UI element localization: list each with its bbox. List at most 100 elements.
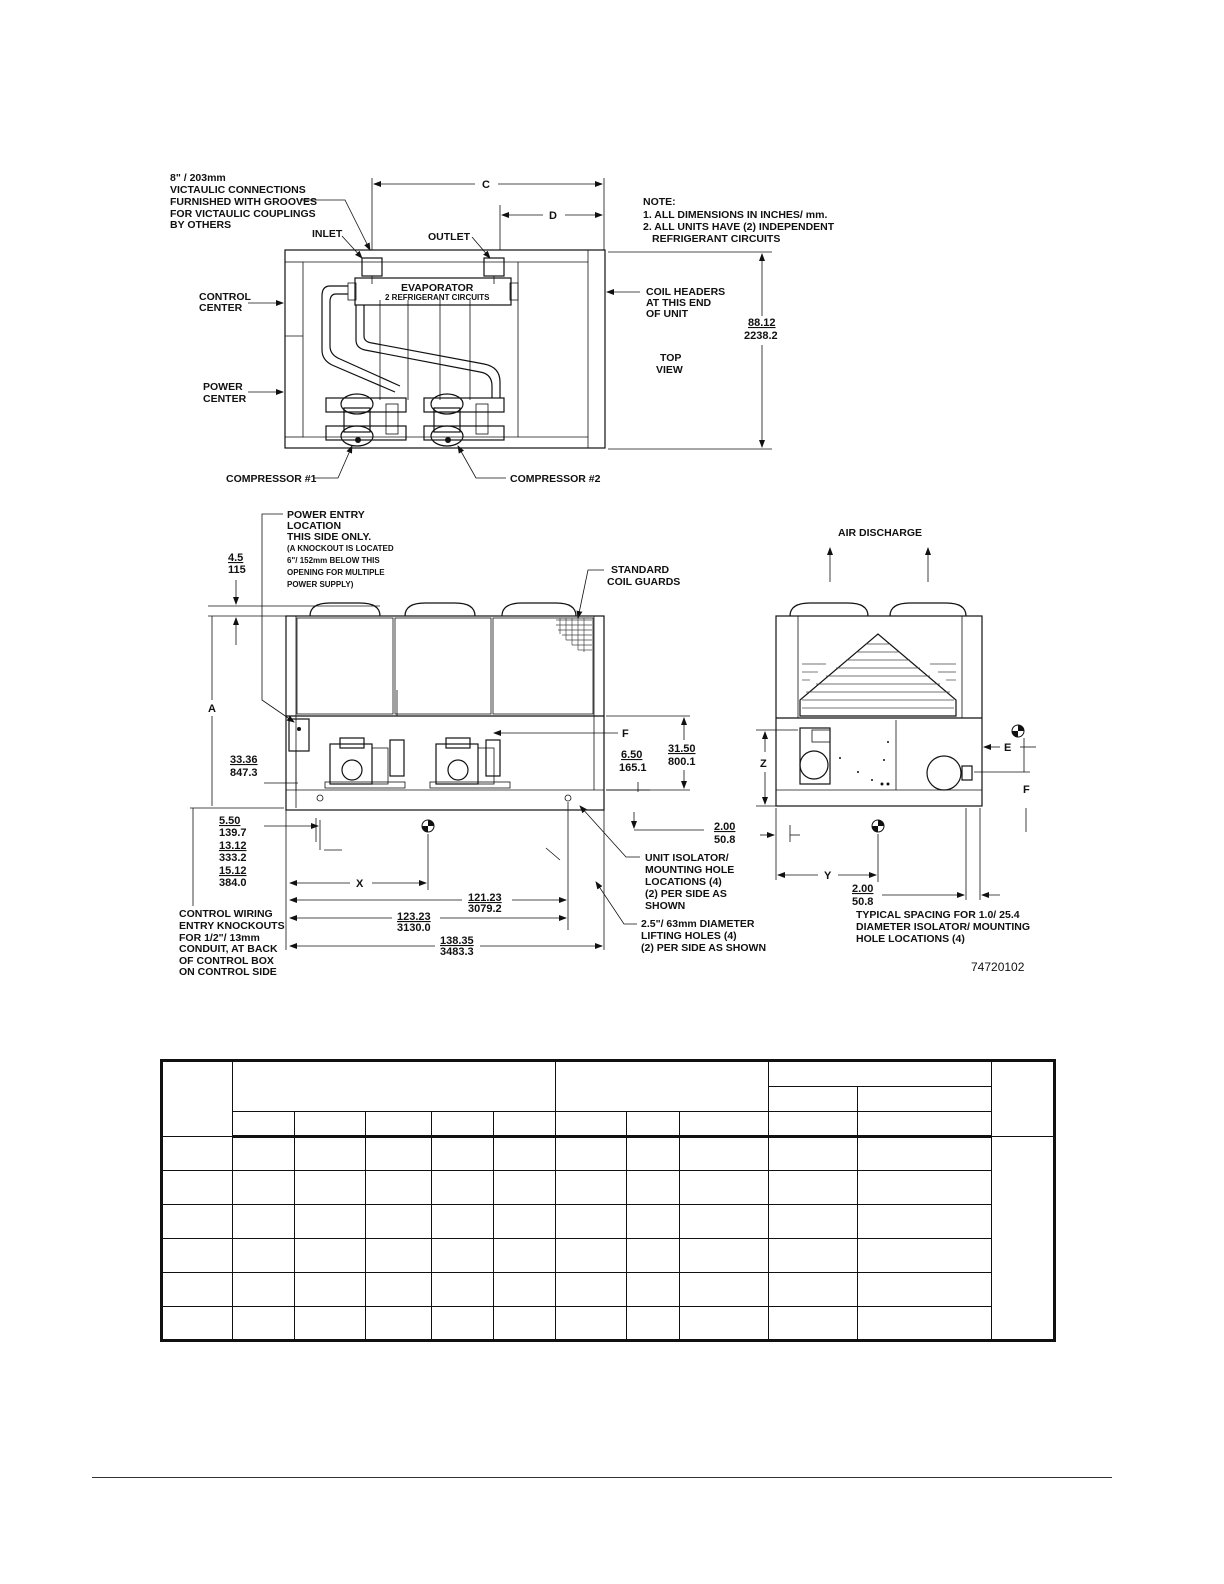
dim-45-in: 4.5 <box>228 552 243 564</box>
end-rivets <box>839 741 890 786</box>
compressor-2-top <box>423 393 505 447</box>
footer-rule <box>92 1477 1112 1478</box>
power-entry-label: POWER ENTRY LOCATION THIS SIDE ONLY. <box>287 509 371 543</box>
side-cabinet <box>285 615 605 811</box>
dim-12323-mm: 3130.0 <box>397 922 431 934</box>
outlet-leader <box>471 236 491 259</box>
dim-x-label: X <box>356 878 364 890</box>
header-subcell <box>492 1111 557 1138</box>
top-view-frame <box>284 249 606 449</box>
dim-1512-in: 15.12 <box>219 865 247 877</box>
end-view: AIR DISCHARGE <box>756 527 1036 974</box>
end-evaporator <box>926 755 973 791</box>
coil-panel-2 <box>394 617 492 715</box>
dim-f-end-label: F <box>1023 784 1030 796</box>
coil-guard-hatch <box>556 618 592 652</box>
dim-200-end-in: 2.00 <box>852 883 873 895</box>
end-louvers <box>802 663 956 681</box>
inlet-connection <box>361 257 383 277</box>
evaporator-label: EVAPORATOR <box>401 282 474 294</box>
coil-guards-label: STANDARD COIL GUARDS <box>607 564 680 588</box>
side-view: POWER ENTRY LOCATION THIS SIDE ONLY. (A … <box>179 509 766 978</box>
header-subcell <box>768 1111 859 1138</box>
dim-12123-mm: 3079.2 <box>468 903 502 915</box>
dim-200-side-in: 2.00 <box>714 821 735 833</box>
dim-650-in: 6.50 <box>621 749 642 761</box>
isolator-hole-2 <box>564 794 572 802</box>
top-view-label: TOP VIEW <box>656 352 684 376</box>
header-subcell <box>294 1111 366 1138</box>
unit-isolator-label: UNIT ISOLATOR/ MOUNTING HOLE LOCATIONS (… <box>645 852 737 912</box>
dim-650-mm: 165.1 <box>619 762 647 774</box>
control-wiring-label: CONTROL WIRING ENTRY KNOCKOUTS FOR 1/2"/… <box>179 908 288 978</box>
table-row <box>161 1272 1055 1307</box>
coil-end-strip <box>587 249 606 449</box>
dim-z-label: Z <box>760 758 767 770</box>
suction-pipe-1-outer <box>321 285 396 393</box>
lifting-holes-leader <box>595 881 637 925</box>
table-row <box>161 1306 1055 1341</box>
table-header-row-1 <box>161 1060 1055 1137</box>
general-notes: NOTE: 1. ALL DIMENSIONS IN INCHES/ mm. 2… <box>643 196 837 245</box>
evaporator-sublabel: 2 REFRIGERANT CIRCUITS <box>385 293 490 302</box>
header-group-3 <box>768 1060 993 1087</box>
header-group-2 <box>555 1060 770 1112</box>
fan-2 <box>404 602 476 617</box>
inlet-label: INLET <box>312 228 343 240</box>
coil-panel-1 <box>296 617 394 715</box>
header-subcell <box>555 1111 628 1138</box>
dim-c-label: C <box>482 179 490 191</box>
end-fan-2 <box>889 602 967 617</box>
control-center-label: CONTROL CENTER <box>199 291 254 314</box>
header-cell-model <box>161 1060 233 1137</box>
dimension-table <box>160 1059 1056 1342</box>
top-view: 8" / 203mm VICTAULIC CONNECTIONS FURNISH… <box>170 172 837 485</box>
dim-y-label: Y <box>824 870 832 882</box>
dim-550-in: 5.50 <box>219 815 240 827</box>
dim-200-side-mm: 50.8 <box>714 834 735 846</box>
dim-1312-in: 13.12 <box>219 840 247 852</box>
center-of-gravity-end-icon-right <box>1011 724 1025 738</box>
outlet-label: OUTLET <box>428 231 471 243</box>
suction-pipe-2-outer <box>355 305 493 398</box>
dim-12123-in: 121.23 <box>468 892 502 904</box>
compressor-1-leader <box>314 445 353 479</box>
end-coil-grille <box>799 633 957 717</box>
dim-1512-mm: 384.0 <box>219 877 247 889</box>
header-subcell <box>626 1111 681 1138</box>
compressor-2-label: COMPRESSOR #2 <box>510 473 601 485</box>
drawing-number: 74720102 <box>971 960 1025 974</box>
isolator-hole-1 <box>316 794 324 802</box>
dim-13835-mm: 3483.3 <box>440 946 474 958</box>
header-cell-last <box>991 1060 1055 1137</box>
header-subcell <box>857 1086 993 1112</box>
table-row <box>161 1170 1055 1205</box>
dim-e-label: E <box>1004 742 1011 754</box>
dim-3150-in: 31.50 <box>668 743 696 755</box>
header-subcell <box>768 1086 859 1112</box>
lifting-hole-hint <box>545 847 561 861</box>
center-of-gravity-end-icon <box>871 819 885 833</box>
coil-panel-3 <box>492 617 594 715</box>
dim-200-end-mm: 50.8 <box>852 896 873 908</box>
center-of-gravity-side-icon <box>421 819 435 833</box>
evaporator-endcap-left <box>347 282 357 301</box>
control-box <box>288 718 310 752</box>
table-row <box>161 1204 1055 1239</box>
header-subcell <box>365 1111 432 1138</box>
dim-a-label: A <box>208 703 216 715</box>
victaulic-leader <box>300 199 371 251</box>
height-dim-mm: 2238.2 <box>744 330 778 342</box>
compressor-1-label: COMPRESSOR #1 <box>226 473 317 485</box>
header-group-1 <box>231 1060 557 1112</box>
table-row <box>161 1238 1055 1273</box>
dim-d-label: D <box>549 210 557 222</box>
dim-f-label: F <box>622 728 629 740</box>
dim-3336-in: 33.36 <box>230 754 258 766</box>
end-compressor <box>799 727 831 785</box>
dim-1312-mm: 333.2 <box>219 852 247 864</box>
dim-3336-mm: 847.3 <box>230 767 258 779</box>
header-subcell <box>857 1111 993 1138</box>
